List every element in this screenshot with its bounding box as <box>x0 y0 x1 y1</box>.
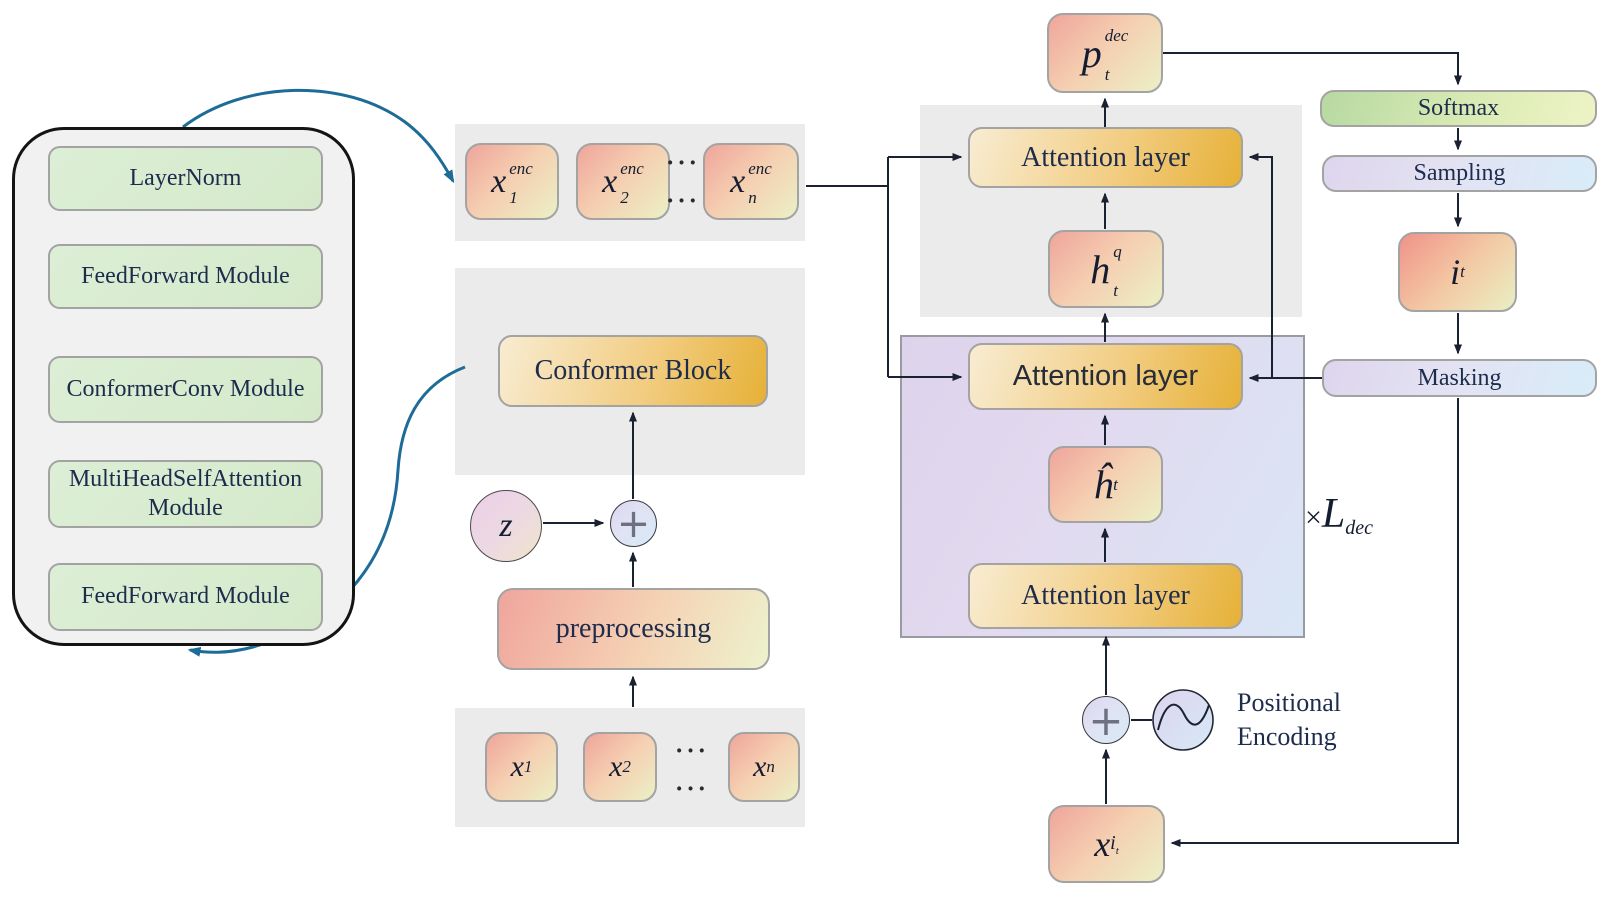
wire-p-to-softmax <box>1163 52 1462 86</box>
token-sup: enc <box>620 158 644 178</box>
token-base: x <box>1094 824 1111 864</box>
positional-encoding-icon <box>1152 689 1214 751</box>
token-base: x <box>510 750 524 783</box>
token-base: x <box>609 750 623 783</box>
token-sub: t <box>1460 262 1465 281</box>
token-base: x <box>730 162 746 200</box>
token-sub: 2 <box>622 757 631 776</box>
module-multiheadselfattention: MultiHeadSelfAttention Module <box>48 460 323 528</box>
plus-icon: + <box>616 500 651 547</box>
z-label: z <box>499 507 513 544</box>
token-sup: q <box>1113 242 1122 261</box>
token-sub: 2 <box>620 187 629 207</box>
encoder-token-2: x enc 2 <box>576 143 670 220</box>
module-label: ConformerConv Module <box>66 375 305 402</box>
token-sub: 1 <box>509 187 518 207</box>
add-node-decoder: + <box>1082 695 1130 745</box>
softmax-block: Softmax <box>1320 90 1597 127</box>
conformer-block: Conformer Block <box>498 335 768 407</box>
module-label: FeedForward Module <box>81 262 290 289</box>
encoder-token-ellipsis: ··· ··· <box>665 150 700 215</box>
attention-layer-top: Attention layer <box>968 127 1243 188</box>
positional-encoding-label: Positional Encoding <box>1237 688 1342 751</box>
sampling-label: Sampling <box>1413 160 1506 186</box>
token-sub: n <box>748 187 757 207</box>
attention-layer-bottom: Attention layer <box>968 563 1243 629</box>
token-base: i <box>1450 252 1461 292</box>
token-sub: n <box>766 757 775 776</box>
attention-layer-label: Attention layer <box>1012 360 1199 392</box>
plus-icon: + <box>1088 695 1124 745</box>
module-label: FeedForward Module <box>81 583 290 610</box>
attention-layer-label: Attention layer <box>1021 580 1190 611</box>
attention-layer-middle: Attention layer <box>968 343 1243 410</box>
sampling-block: Sampling <box>1322 155 1597 192</box>
token-base: x <box>753 750 767 783</box>
token-base: ĥ <box>1093 462 1114 507</box>
token-sub: 1 <box>523 757 533 776</box>
add-node-encoder: + <box>610 500 657 547</box>
module-feedforward-top: FeedForward Module <box>48 244 323 309</box>
conformer-block-detail: LayerNorm FeedForward Module ConformerCo… <box>12 127 355 646</box>
encoder-token-n: x enc n <box>703 143 799 220</box>
token-sub: t <box>1113 281 1118 300</box>
module-label: MultiHeadSelfAttention Module <box>68 465 303 521</box>
token-sup: dec <box>1104 26 1129 45</box>
masking-label: Masking <box>1417 364 1502 391</box>
token-sup: enc <box>748 158 772 178</box>
conformer-block-label: Conformer Block <box>534 355 732 386</box>
token-sub: t <box>1104 65 1110 84</box>
attention-layer-label: Attention layer <box>1021 141 1190 173</box>
token-sup: enc <box>509 158 533 178</box>
masking-block: Masking <box>1322 359 1597 397</box>
decoder-output-p: p dec t <box>1047 13 1163 93</box>
preprocessing-block: preprocessing <box>497 588 770 670</box>
token-sub: t <box>1113 474 1118 494</box>
softmax-label: Softmax <box>1417 95 1500 121</box>
latent-z-node: z <box>470 490 542 562</box>
preprocessing-label: preprocessing <box>555 613 712 644</box>
token-base: x <box>491 162 507 200</box>
token-base: h <box>1090 246 1111 292</box>
module-label: LayerNorm <box>129 164 242 191</box>
decoder-loop-count: ×Ldec <box>1305 491 1374 539</box>
module-layernorm: LayerNorm <box>48 146 323 211</box>
token-subsub: t <box>1115 844 1119 857</box>
token-base: p <box>1081 30 1102 76</box>
sine-wave-icon <box>1157 703 1210 731</box>
module-feedforward-bottom: FeedForward Module <box>48 563 323 631</box>
encoder-token-1: x enc 1 <box>465 143 559 220</box>
module-conformerconv: ConformerConv Module <box>48 356 323 423</box>
decoder-hidden-query: h q t <box>1048 230 1164 308</box>
token-sub: i <box>1110 831 1116 854</box>
input-token-ellipsis: ··· ··· <box>674 738 709 803</box>
token-base: x <box>602 162 618 200</box>
times-symbol: × <box>1305 501 1322 534</box>
